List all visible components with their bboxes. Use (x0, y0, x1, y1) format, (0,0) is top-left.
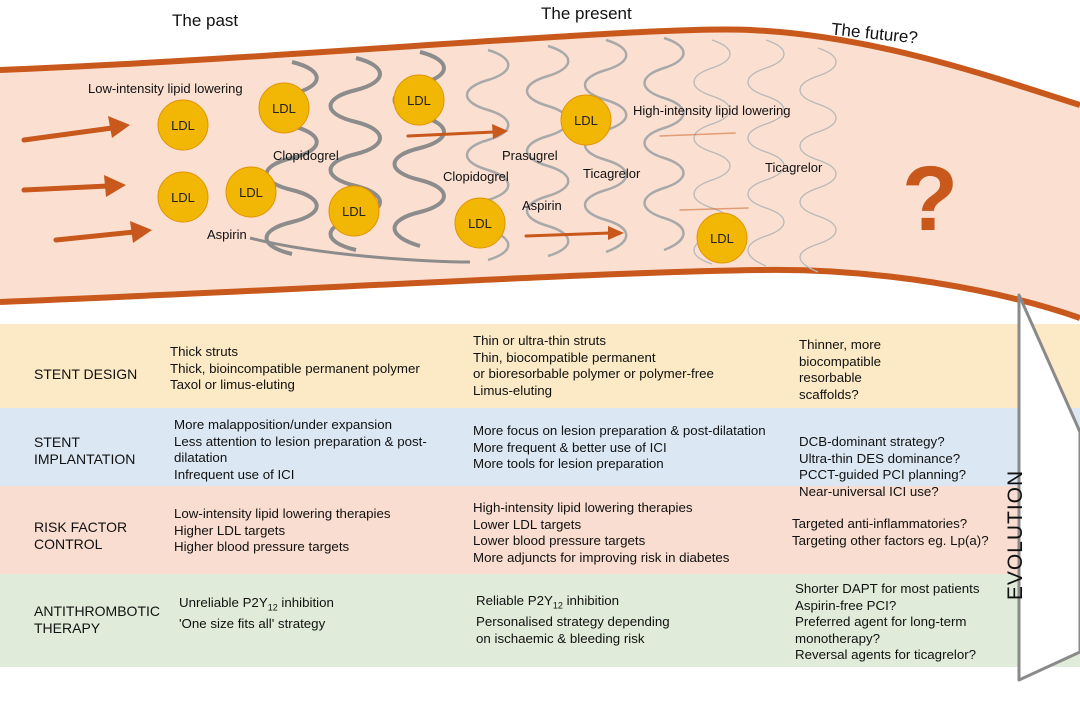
row-band-stent-implantation (0, 408, 1080, 486)
svg-text:LDL: LDL (574, 113, 598, 128)
svg-text:LDL: LDL (171, 190, 195, 205)
vessel-lower-wall (0, 266, 1080, 321)
flow-arrow-head (130, 221, 152, 243)
label-aspirin-past: Aspirin (207, 227, 247, 242)
row-title-antithrombotic-therapy: ANTITHROMBOTIC THERAPY (34, 603, 160, 636)
flow-arrow-head (108, 116, 130, 138)
row-title-risk-factor-control: RISK FACTOR CONTROL (34, 519, 128, 552)
row-band-antithrombotic (0, 574, 1080, 667)
antithrombotic-present: Reliable P2Y12 inhibition Personalised s… (476, 593, 670, 646)
flow-arrow (679, 207, 749, 211)
flow-arrow-head (608, 226, 624, 240)
svg-text:LDL: LDL (171, 118, 195, 133)
ldl-particle: LDL (454, 197, 506, 249)
svg-text:LDL: LDL (407, 93, 431, 108)
label-ticagrelor-future: Ticagrelor (765, 160, 823, 175)
flow-arrow (21, 125, 115, 143)
flow-arrow (53, 229, 137, 243)
era-present-heading: The present (541, 4, 632, 23)
label-clopidogrel-present: Clopidogrel (443, 169, 509, 184)
ldl-particle: LDL (258, 82, 310, 134)
svg-text:LDL: LDL (468, 216, 492, 231)
flow-arrow (21, 183, 111, 193)
row-title-stent-implantation: STENT IMPLANTATION (34, 434, 136, 467)
vessel-upper-wall (0, 26, 1080, 108)
label-low-intensity-lipid: Low-intensity lipid lowering (88, 81, 243, 96)
svg-text:LDL: LDL (272, 101, 296, 116)
flow-arrow (524, 231, 612, 238)
evolution-label: EVOLUTION (1004, 469, 1027, 601)
row-band-risk-factor (0, 486, 1080, 574)
flow-arrow (406, 130, 496, 138)
svg-text:LDL: LDL (710, 231, 734, 246)
label-prasugrel: Prasugrel (502, 148, 558, 163)
stent-implantation-future: DCB-dominant strategy?Ultra-thin DES dom… (799, 434, 967, 499)
flow-arrow (659, 132, 736, 137)
svg-text:LDL: LDL (342, 204, 366, 219)
evolution-arrow (1017, 293, 1080, 682)
flow-arrow-head (104, 175, 126, 197)
ldl-particles: LDL LDL LDL LDL LDL LDL LDL LDL LDL (157, 74, 748, 264)
ldl-particle: LDL (225, 166, 277, 218)
row-band-stent-design (0, 324, 1080, 408)
antithrombotic-past: Unreliable P2Y12 inhibition 'One size fi… (179, 595, 334, 632)
ldl-particle: LDL (157, 171, 209, 223)
ldl-particle: LDL (560, 94, 612, 146)
row-title-stent-design: STENT DESIGN (34, 366, 138, 382)
label-aspirin-present: Aspirin (522, 198, 562, 213)
ldl-particle: LDL (157, 99, 209, 151)
label-clopidogrel-past: Clopidogrel (273, 148, 339, 163)
era-past-heading: The past (172, 11, 239, 30)
risk-factor-future: Targeted anti-inflammatories?Targeting o… (792, 516, 989, 548)
ldl-particle: LDL (696, 212, 748, 264)
stent-implantation-present: More focus on lesion preparation & post-… (473, 423, 766, 472)
label-ticagrelor-present: Ticagrelor (583, 166, 641, 181)
flow-arrows (21, 116, 749, 243)
ldl-particle: LDL (328, 185, 380, 237)
flow-arrow-head (492, 124, 508, 139)
ldl-particle: LDL (393, 74, 445, 126)
svg-text:LDL: LDL (239, 185, 263, 200)
label-high-intensity-lipid: High-intensity lipid lowering (633, 103, 791, 118)
future-question-mark: ? (902, 148, 958, 250)
